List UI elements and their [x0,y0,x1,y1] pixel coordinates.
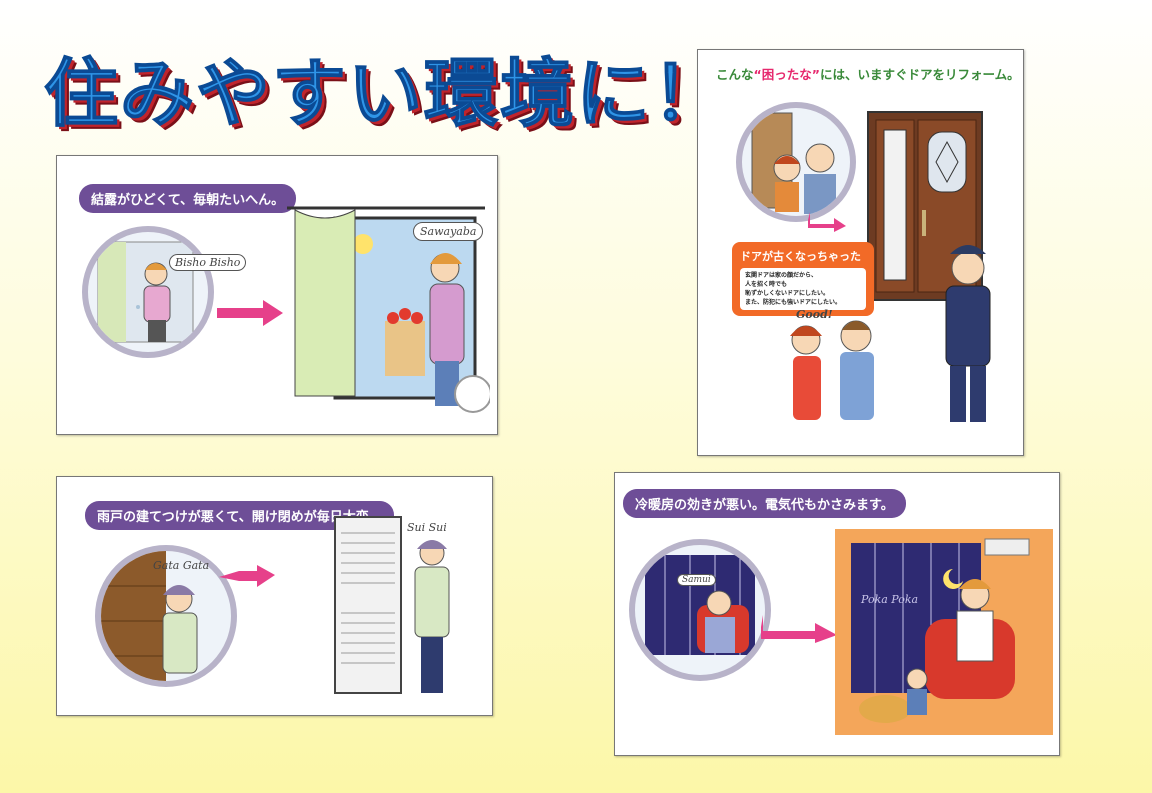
panel-caption: 冷暖房の効きが悪い。電気代もかさみます。 [623,489,906,518]
panel-door-reform: こんな“困ったな”には、いますぐドアをリフォーム。 ドアが古くなっちゃった 玄関… [697,49,1024,456]
speech-line: 玄関ドアは家の顔だから、 [745,272,818,279]
speech-body: 玄関ドアは家の顔だから、 人を招く時でも 恥ずかしくないドアにしたい。 また、防… [740,268,866,310]
after-sound-text: Poka Poka [861,593,919,606]
title-after: には、いますぐドアをリフォーム。 [819,67,1020,82]
before-sound-text: Samui [677,574,716,586]
speech-line: また、防犯にも強いドアにしたい。 [745,299,842,306]
panel-aircon: 冷暖房の効きが悪い。電気代もかさみます。 Samui Poka [614,472,1060,756]
good-sound-text: Good! [796,308,833,321]
after-sound-text: Sui Sui [407,521,447,534]
title-highlight: “困ったな” [753,67,820,82]
before-sound-text: Gata Gata [153,559,210,572]
after-sound-text: Sawayaba [413,222,484,241]
speech-line: 恥ずかしくないドアにしたい。 [745,290,830,297]
panel-shutter: 雨戸の建てつけが悪くて、開け閉めが毎日大変。 Gata Gata Sui Sui [56,476,493,716]
page-title: 住みやすい環境に！ [43,50,728,138]
before-sound-text: Bisho Bisho [169,254,247,271]
panel-window-condensation: 結露がひどくて、毎朝たいへん。 Bisho Bisho [56,155,498,435]
title-before: こんな [716,67,754,82]
speech-title: ドアが古くなっちゃった [740,250,861,263]
after-illustration [285,196,490,426]
before-illustration [736,102,856,222]
arrow-icon [761,615,837,643]
after-illustration [835,529,1053,735]
arrow-icon [808,212,846,232]
arrow-icon [217,300,283,326]
after-illustration [327,513,467,703]
panel-caption: 結露がひどくて、毎朝たいへん。 [79,184,297,213]
arrow-icon [219,565,275,587]
speech-box: ドアが古くなっちゃった 玄関ドアは家の顔だから、 人を招く時でも 恥ずかしくない… [732,242,874,316]
before-illustration [95,545,237,687]
before-illustration [629,539,771,681]
people-illustration [768,230,1018,430]
speech-line: 人を招く時でも [745,281,788,288]
before-illustration [82,226,214,358]
panel-title: こんな“困ったな”には、いますぐドアをリフォーム。 [716,64,1020,83]
